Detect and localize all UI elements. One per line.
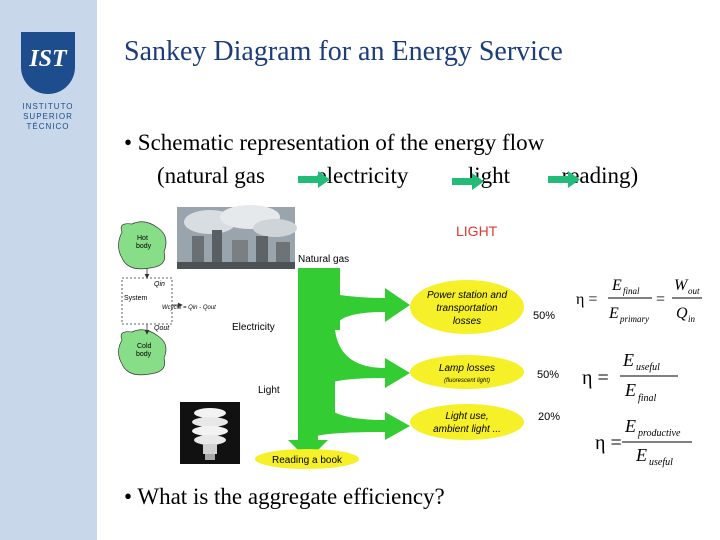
flow-step-electricity: electricity [316, 163, 409, 188]
svg-text:η =: η = [595, 432, 622, 454]
loss-box-lamp: Lamp losses (fluorescent light) [410, 355, 524, 389]
svg-text:productive: productive [637, 428, 681, 439]
svg-text:losses: losses [453, 316, 481, 327]
percent-power-station: 50% [533, 310, 555, 322]
svg-text:Lamp losses: Lamp losses [439, 363, 495, 374]
svg-text:Hot: Hot [137, 235, 148, 242]
sidebar-band: IST INSTITUTO SUPERIOR TÉCNICO [0, 0, 97, 540]
svg-text:E: E [635, 445, 647, 465]
electricity-label: Electricity [232, 322, 275, 333]
svg-text:=: = [656, 291, 665, 308]
power-station-image [177, 205, 297, 269]
svg-text:in: in [688, 314, 696, 324]
svg-text:ambient light ...: ambient light ... [433, 424, 501, 435]
flow-arrow-1 [298, 171, 330, 188]
equation-1: η = E final E primary = W out Q in [576, 277, 702, 324]
svg-text:primary: primary [619, 314, 649, 324]
svg-text:final: final [623, 286, 640, 296]
natural-gas-label: Natural gas [298, 254, 349, 265]
ist-logo-text: INSTITUTO SUPERIOR TÉCNICO [22, 102, 74, 131]
svg-text:E: E [608, 305, 619, 322]
flow-step-natural-gas: (natural gas [157, 163, 265, 188]
light-heading: LIGHT [456, 223, 498, 239]
loss-box-light-use: Light use, ambient light ... [410, 404, 524, 440]
slide-title: Sankey Diagram for an Energy Service [124, 36, 563, 67]
equation-2: η = E useful E final [582, 350, 678, 404]
svg-text:E: E [624, 380, 636, 400]
ist-logo-mark: IST [21, 32, 75, 94]
svg-text:transportation: transportation [436, 303, 498, 314]
percent-light-use: 20% [538, 411, 560, 423]
ist-logo: IST INSTITUTO SUPERIOR TÉCNICO [14, 32, 82, 132]
final-box-reading: Reading a book [255, 449, 359, 469]
svg-text:η =: η = [582, 367, 609, 389]
svg-text:Qin: Qin [154, 281, 165, 288]
svg-text:useful: useful [636, 362, 660, 373]
svg-text:Cold: Cold [137, 343, 152, 350]
sankey-flows [288, 268, 410, 460]
svg-text:Power station and: Power station and [427, 290, 507, 301]
svg-text:η =: η = [576, 291, 597, 308]
svg-text:System: System [124, 295, 148, 302]
svg-text:useful: useful [649, 457, 673, 468]
svg-text:E: E [611, 277, 622, 294]
percent-lamp: 50% [537, 369, 559, 381]
flow-arrow-3 [548, 171, 580, 188]
svg-text:W: W [674, 277, 689, 294]
svg-text:Wcycle = Qin - Qout: Wcycle = Qin - Qout [162, 305, 216, 311]
svg-text:Reading a book: Reading a book [272, 455, 343, 466]
svg-text:final: final [638, 393, 657, 404]
loss-box-power-station: Power station and transportation losses [410, 280, 524, 334]
flow-arrow-2 [452, 173, 484, 190]
svg-text:out: out [688, 286, 700, 296]
svg-text:Light use,: Light use, [445, 411, 488, 422]
svg-text:Q: Q [676, 305, 688, 322]
svg-text:Qout: Qout [154, 325, 170, 332]
light-label: Light [258, 385, 280, 396]
equation-3: η = E productive E useful [595, 416, 692, 468]
svg-text:body: body [136, 243, 152, 250]
svg-text:E: E [622, 350, 634, 370]
bullet-aggregate-efficiency: • What is the aggregate efficiency? [124, 484, 445, 509]
svg-text:body: body [136, 351, 152, 358]
light-bulb-image [180, 402, 240, 464]
svg-text:E: E [624, 416, 636, 436]
bullet-energy-flow: • Schematic representation of the energy… [124, 130, 545, 155]
svg-text:(fluorescent light): (fluorescent light) [444, 378, 490, 384]
heat-engine-schematic: Hot body Cold body System Qin Qout Wcycl… [118, 221, 216, 376]
